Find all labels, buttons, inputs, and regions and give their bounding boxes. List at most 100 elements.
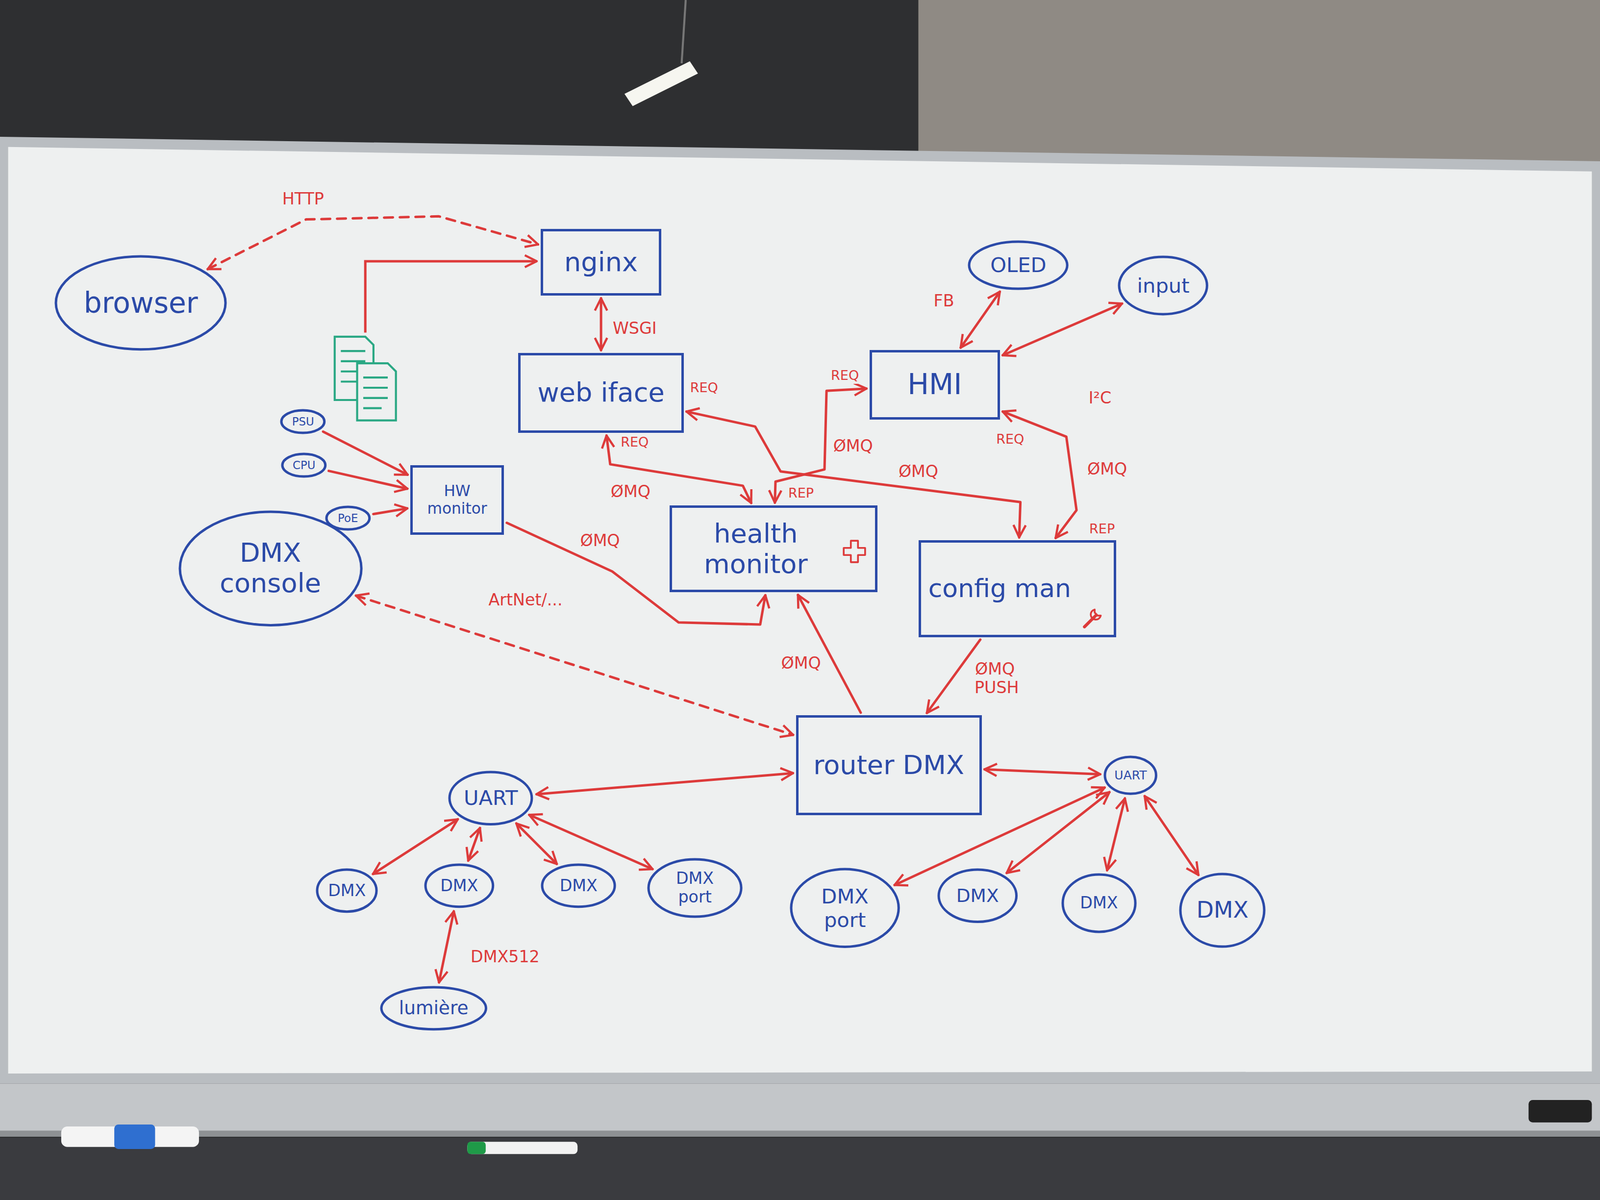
node-label: browser	[83, 286, 199, 320]
wrench-head	[1090, 609, 1101, 620]
node-text-group: nginx	[564, 247, 638, 278]
ellipse-shape	[648, 859, 742, 917]
connector	[1006, 792, 1110, 874]
process-box: HW monitor	[410, 465, 505, 535]
connector	[373, 508, 408, 515]
node-label: HW monitor	[421, 482, 494, 518]
node-text-group: UART	[1114, 768, 1147, 783]
ellipse-node: DMX port	[646, 857, 744, 919]
node-text-group: UART	[463, 786, 518, 810]
node-label: DMX port	[809, 884, 881, 932]
node-text-group: router DMX	[813, 750, 965, 781]
node-label: PSU	[292, 415, 315, 428]
node-text-group: web iface	[537, 377, 665, 408]
socket-annotation: REQ	[687, 379, 722, 396]
node-text-group: DMX	[440, 876, 478, 896]
process-box: web iface	[518, 352, 684, 433]
edge-label: FB	[930, 291, 958, 311]
node-text-group: PSU	[292, 415, 315, 428]
ellipse-shape	[317, 869, 377, 912]
node-label: DMX	[1196, 897, 1249, 924]
edge-label: ØMQ PUSH	[971, 659, 1019, 699]
ellipse-node: UART	[1102, 754, 1158, 796]
marker-cap	[114, 1124, 155, 1150]
static-files-arrow	[365, 261, 537, 333]
ellipse-node: DMX	[315, 867, 379, 914]
socket-annotation: REQ	[617, 433, 652, 450]
node-label: DMX console	[209, 537, 332, 599]
red-cross	[843, 540, 866, 563]
eraser	[1528, 1100, 1592, 1123]
lamp-cord	[681, 0, 686, 64]
connector	[984, 769, 1101, 775]
node-text-group: browser	[83, 286, 199, 320]
connector	[600, 298, 603, 351]
node-label: HMI	[907, 368, 962, 401]
socket-annotation: REQ	[993, 430, 1027, 448]
ellipse-node: input	[1117, 254, 1209, 317]
ellipse-node: DMX	[936, 867, 1019, 924]
ellipse-node: browser	[53, 254, 228, 352]
node-text-group: DMX port	[809, 884, 881, 932]
ellipse-node: DMX	[1178, 872, 1267, 949]
edge-label: WSGI	[609, 318, 660, 339]
ellipse-shape	[969, 241, 1068, 289]
ellipse-shape	[179, 511, 362, 625]
connector	[328, 471, 408, 489]
node-label: input	[1137, 274, 1190, 298]
socket-annotation: REP	[1086, 520, 1118, 537]
node-label: DMX	[1079, 893, 1118, 913]
connector	[1107, 798, 1125, 871]
ellipse-shape	[791, 869, 899, 948]
node-label: DMX	[559, 876, 598, 896]
connector	[207, 216, 539, 270]
node-label: nginx	[564, 247, 638, 278]
connector	[439, 911, 454, 983]
ellipse-shape	[938, 869, 1017, 922]
ellipse-node: lumière	[379, 985, 488, 1032]
node-text-group: DMX	[956, 885, 1000, 907]
edge-label: ØMQ	[830, 436, 876, 456]
edge-label: ArtNet/...	[485, 590, 566, 610]
connector	[355, 595, 794, 735]
ellipse-shape	[55, 256, 226, 350]
process-box: health monitor	[669, 505, 878, 593]
edge-label: ØMQ	[576, 530, 623, 551]
node-label: PoE	[337, 511, 358, 525]
ellipse-shape	[1119, 256, 1207, 315]
connector	[323, 431, 408, 475]
node-text-group: PoE	[337, 511, 358, 525]
connector	[960, 291, 1000, 348]
node-label: router DMX	[813, 750, 965, 781]
edge-label: HTTP	[279, 189, 327, 209]
node-text-group: DMX	[559, 876, 598, 896]
node-text-group: lumière	[399, 997, 469, 1019]
tray-shadow	[0, 1130, 1600, 1137]
node-text-group: DMX port	[664, 869, 726, 907]
ellipse-node: DMX	[423, 862, 496, 909]
ellipse-shape	[381, 987, 486, 1030]
socket-annotation: REQ	[827, 367, 862, 384]
floor	[0, 1137, 1600, 1200]
ellipse-shape	[425, 864, 494, 907]
node-text-group: CPU	[292, 458, 316, 472]
socket-annotation: REP	[785, 484, 817, 501]
connector	[894, 787, 1105, 886]
ellipse-node: UART	[447, 770, 534, 826]
process-box: router DMX	[796, 715, 982, 816]
green-marker-cap	[467, 1141, 486, 1154]
connector	[516, 823, 557, 864]
edge-label: ØMQ	[895, 461, 942, 482]
process-box: config man	[918, 540, 1117, 638]
edge-label: ØMQ	[1084, 459, 1130, 479]
ellipse-node: DMX port	[789, 867, 901, 950]
node-label: health monitor	[679, 518, 833, 580]
board-frame	[0, 136, 1600, 1084]
connector	[1002, 303, 1123, 355]
node-text-group: DMX console	[209, 537, 332, 599]
ellipse-node: DMX	[1060, 872, 1138, 934]
cross-icon	[841, 538, 868, 565]
